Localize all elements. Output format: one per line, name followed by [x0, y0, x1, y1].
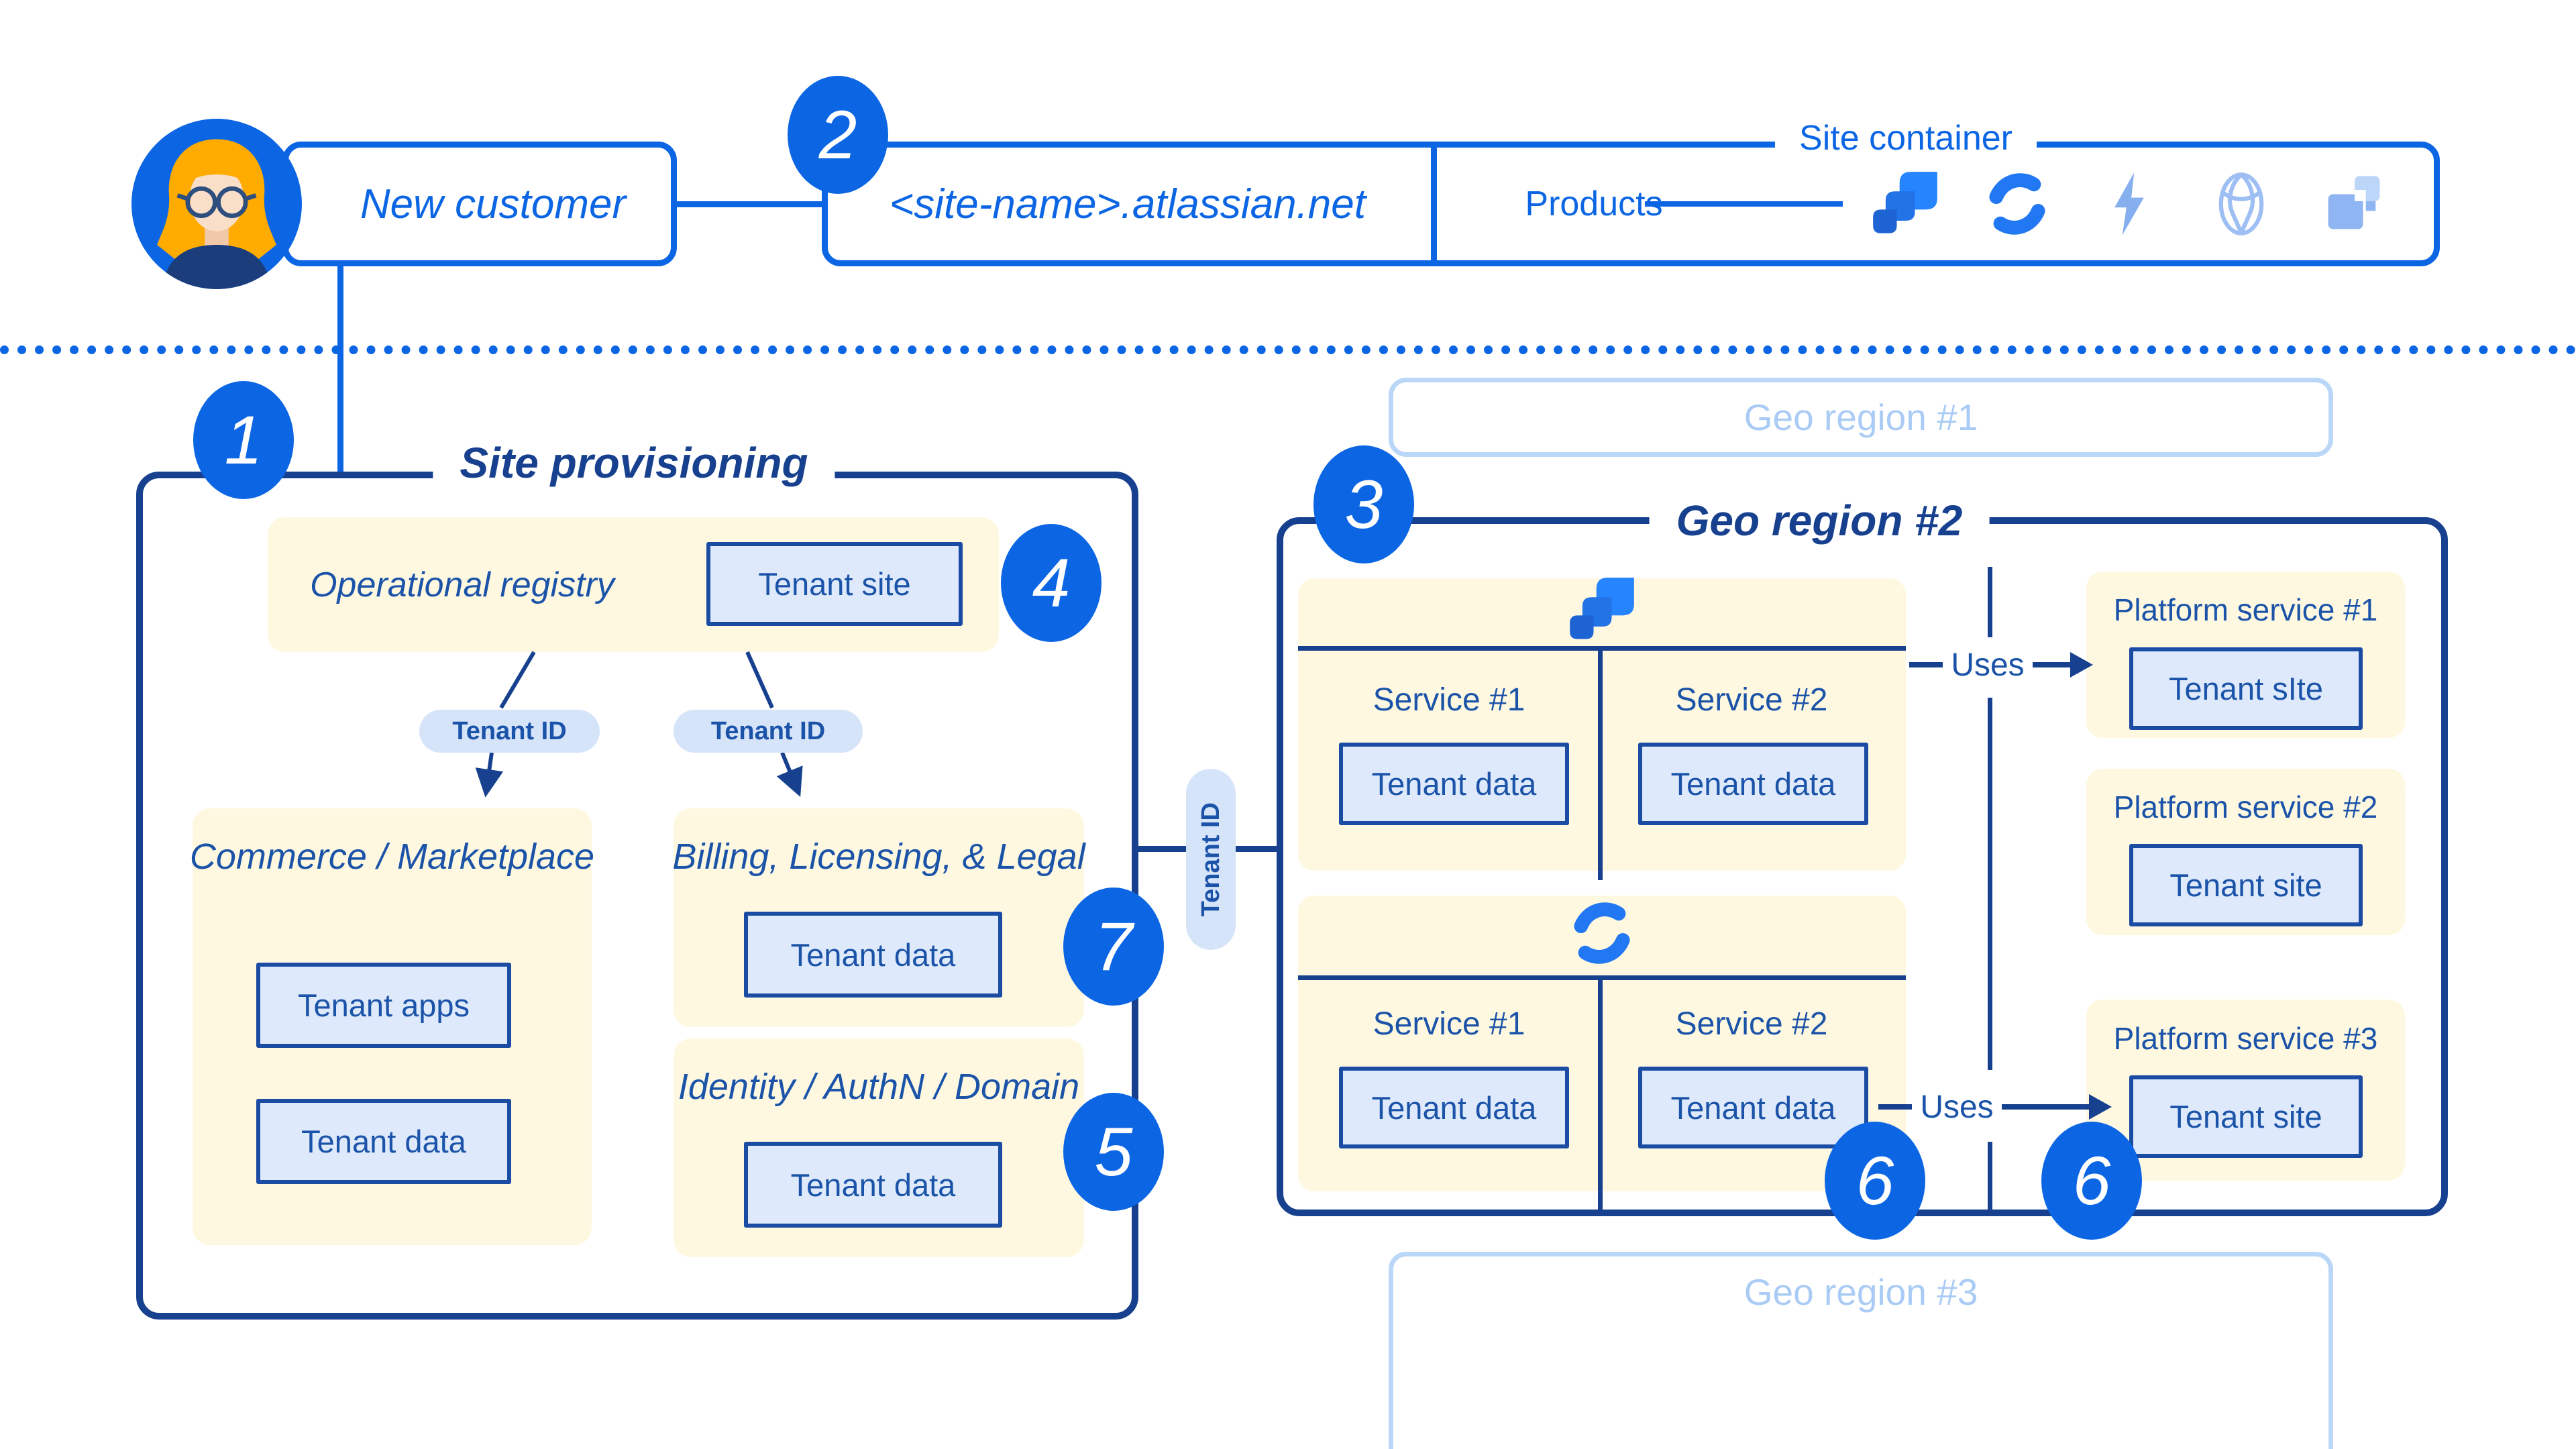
- glasses-icon: [176, 186, 257, 219]
- confluence-icon: [1989, 173, 2045, 235]
- site-container-box: [822, 142, 2440, 266]
- step-badge-7: 7: [1063, 888, 1164, 1006]
- commerce-title: Commerce / Marketplace: [189, 837, 595, 877]
- products-line: [1645, 201, 1843, 207]
- uses2-arrowhead-icon: [2089, 1094, 2112, 1120]
- geo2-divider-seg2: [1988, 698, 1992, 1070]
- tenant-id-connector-label: Tenant ID: [1196, 802, 1225, 917]
- confluence-icon: [1574, 902, 1630, 964]
- registry-connectors: [475, 651, 803, 798]
- jira-service-2-label: Service #2: [1675, 682, 1828, 718]
- step-badge-1: 1: [193, 381, 294, 499]
- squares-icon: [2328, 176, 2380, 229]
- confluence-service-1-tenant-data: Tenant data: [1339, 1067, 1569, 1148]
- jira-panel-vdivider: [1598, 646, 1603, 880]
- jira-icon: [1570, 578, 1634, 639]
- identity-title: Identity / AuthN / Domain: [678, 1067, 1080, 1107]
- dotted-separator: [0, 345, 2576, 354]
- uses1-arrowhead-icon: [2070, 652, 2093, 678]
- geo2-divider-seg1: [1988, 567, 1992, 637]
- site-container-divider: [1431, 142, 1437, 266]
- globe-icon: [2218, 172, 2264, 235]
- tenant-apps-box: Tenant apps: [256, 963, 511, 1048]
- new-customer-label: New customer: [360, 180, 627, 227]
- billing-tenant-data-box: Tenant data: [744, 912, 1002, 998]
- jira-service-1-tenant-data: Tenant data: [1339, 743, 1569, 825]
- tenant-site-box: Tenant site: [706, 542, 963, 626]
- step-badge-2: 2: [788, 76, 888, 194]
- platform-service-3-tenant-box: Tenant site: [2129, 1075, 2363, 1158]
- uses2-label: Uses: [1920, 1089, 1994, 1125]
- operational-registry-title: Operational registry: [310, 565, 614, 604]
- uses2-dash: [1878, 1104, 1912, 1110]
- billing-title: Billing, Licensing, & Legal: [672, 837, 1085, 877]
- products-label: Products: [1525, 184, 1663, 223]
- commerce-tenant-data-box: Tenant data: [256, 1099, 511, 1184]
- tenant-id-pill-right: Tenant ID: [674, 710, 863, 753]
- uses1-line: [2033, 662, 2070, 667]
- step-badge-3: 3: [1313, 445, 1414, 564]
- confluence-panel-vdivider: [1598, 975, 1603, 1211]
- confluence-service-2-tenant-data: Tenant data: [1638, 1067, 1868, 1148]
- tenant-id-pill-left: Tenant ID: [419, 710, 600, 753]
- geo-region-3-box: [1389, 1252, 2333, 1449]
- site-url-label: <site-name>.atlassian.net: [890, 180, 1366, 227]
- site-container-title: Site container: [1775, 118, 2037, 158]
- confluence-service-2-label: Service #2: [1675, 1006, 1828, 1042]
- geo2-divider-seg3: [1988, 1142, 1992, 1216]
- jira-service-1-label: Service #1: [1373, 682, 1525, 718]
- step-badge-6-right: 6: [2041, 1122, 2142, 1240]
- geo-region-1-box: [1389, 378, 2333, 457]
- geo-region-2-title: Geo region #2: [1649, 496, 1990, 545]
- identity-tenant-data-box: Tenant data: [744, 1142, 1002, 1228]
- lightning-icon: [2114, 172, 2144, 235]
- confluence-service-1-label: Service #1: [1373, 1006, 1525, 1042]
- geo-region-1-title: Geo region #1: [1743, 396, 1978, 438]
- step-badge-4: 4: [1001, 524, 1102, 642]
- geo-region-3-title: Geo region #3: [1743, 1271, 1978, 1313]
- uses1-dash: [1909, 662, 1943, 667]
- platform-service-1-tenant-box: Tenant sIte: [2129, 647, 2363, 730]
- platform-service-1-title: Platform service #1: [2113, 592, 2378, 627]
- uses1-label: Uses: [1951, 647, 2025, 683]
- new-customer-box: [282, 142, 677, 266]
- step-badge-6-left: 6: [1825, 1122, 1925, 1240]
- jira-service-2-tenant-data: Tenant data: [1638, 743, 1868, 825]
- jira-icon: [1873, 172, 1937, 233]
- step-badge-5: 5: [1063, 1093, 1164, 1211]
- site-provisioning-title: Site provisioning: [433, 438, 835, 488]
- platform-service-3-title: Platform service #3: [2113, 1021, 2378, 1056]
- platform-service-2-tenant-box: Tenant site: [2129, 844, 2363, 926]
- connector-customer-provisioning: [337, 266, 343, 472]
- platform-service-2-title: Platform service #2: [2113, 790, 2378, 824]
- connector-customer-site: [677, 201, 822, 207]
- uses2-line: [2002, 1104, 2089, 1110]
- customer-avatar: [131, 119, 302, 289]
- tenant-id-connector-pill: Tenant ID: [1186, 769, 1236, 950]
